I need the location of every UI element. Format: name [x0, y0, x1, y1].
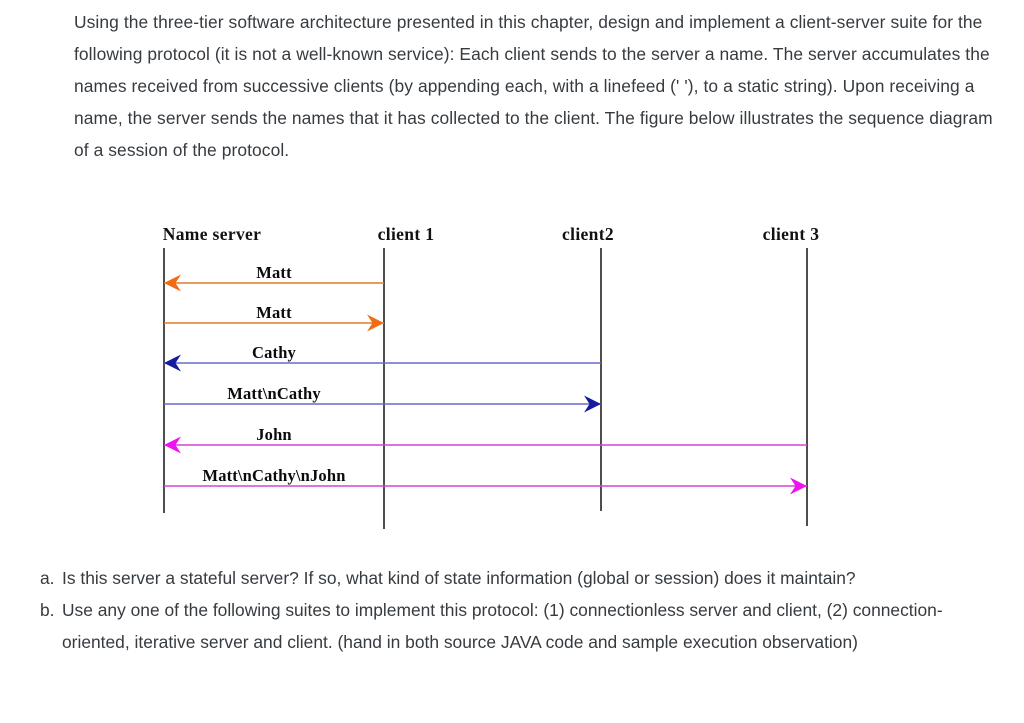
- arrowhead-icon-0: [164, 274, 181, 292]
- sequence-diagram-canvas: [163, 248, 808, 529]
- arrowhead-icon-5: [790, 477, 807, 495]
- list-item: b. Use any one of the following suites t…: [40, 594, 1005, 658]
- list-item: a. Is this server a stateful server? If …: [40, 562, 1005, 594]
- lifeline-group: [163, 248, 808, 529]
- list-item-marker: b.: [40, 600, 55, 620]
- lifeline-label-client3: client 3: [762, 224, 820, 244]
- message-label-1: Matt: [256, 303, 292, 322]
- list-item-text: Use any one of the following suites to i…: [62, 600, 943, 652]
- lifeline-label-client1: client 1: [377, 224, 435, 244]
- message-label-3: Matt\nCathy: [227, 384, 321, 403]
- list-item-text: Is this server a stateful server? If so,…: [62, 568, 856, 588]
- intro-paragraph-text: Using the three-tier software architectu…: [74, 12, 993, 160]
- message-label-4: John: [256, 425, 292, 444]
- lifeline-label-server: Name server: [162, 224, 262, 244]
- message-arrow-group: [164, 274, 807, 495]
- arrowhead-icon-4: [164, 436, 181, 454]
- arrowhead-icon-1: [367, 314, 384, 332]
- list-item-marker: a.: [40, 568, 55, 588]
- message-label-0: Matt: [256, 263, 292, 282]
- intro-paragraph: Using the three-tier software architectu…: [74, 6, 1004, 166]
- lifeline-label-client2: client2: [561, 224, 615, 244]
- question-list: a. Is this server a stateful server? If …: [40, 562, 1005, 658]
- message-label-2: Cathy: [252, 343, 296, 362]
- message-label-5: Matt\nCathy\nJohn: [202, 466, 346, 485]
- arrowhead-icon-2: [164, 354, 181, 372]
- arrowhead-icon-3: [584, 395, 601, 413]
